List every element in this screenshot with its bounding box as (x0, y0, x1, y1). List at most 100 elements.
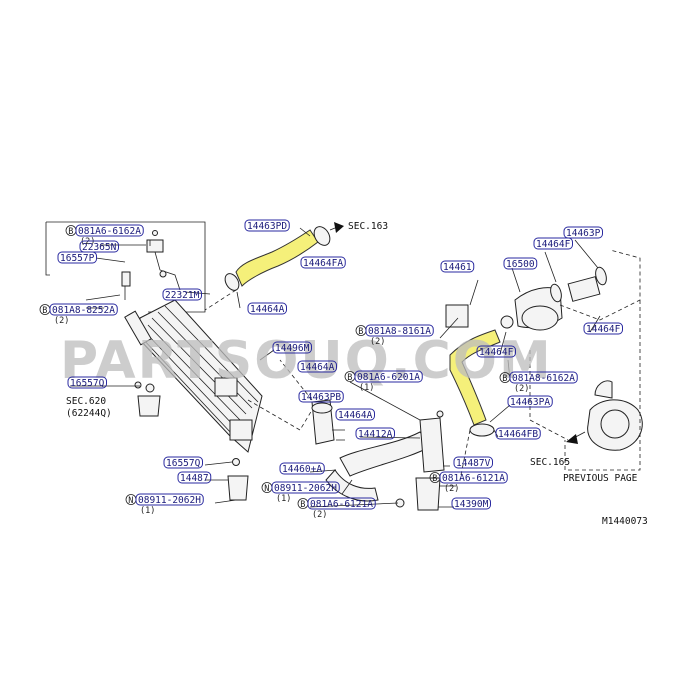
callout-c7[interactable]: 14464FA (300, 256, 346, 269)
callout-box-c28 (533, 237, 573, 250)
callout-c22[interactable]: B 081A8-8161A(2) (355, 324, 434, 347)
callout-box-c4 (162, 288, 202, 301)
middle-pipes (311, 399, 445, 511)
callout-part-number-c27: 16500 (506, 259, 535, 270)
callout-c28[interactable]: 14464F (533, 237, 573, 250)
callout-part-number-c10: 16557Q (70, 378, 105, 389)
callout-c14[interactable]: 14412A (355, 427, 395, 440)
callout-part-number-c2: 22365N (82, 242, 117, 253)
callout-box-c29 (563, 226, 603, 239)
callout-c2[interactable]: 22365N (79, 240, 119, 253)
callout-prefix-c20: B (300, 500, 305, 510)
callout-c6[interactable]: 14463PD (244, 219, 290, 232)
callout-c4[interactable]: 22321M (162, 288, 202, 301)
callout-box-c16 (177, 471, 212, 484)
section-ref-163: SEC.163 (348, 221, 388, 232)
callout-c24[interactable]: 14487V (453, 456, 493, 469)
callout-c17[interactable]: 14460+A (279, 462, 325, 475)
callout-box-c31 (583, 322, 623, 335)
callout-box-c27 (503, 257, 538, 270)
callout-part-number-c1: 081A6-6162A (78, 226, 141, 237)
callout-box-c8 (247, 302, 287, 315)
callout-quantity-c23: (1) (359, 383, 374, 393)
callout-part-number-c7: 14464FA (303, 258, 343, 269)
callout-c27[interactable]: 16500 (503, 257, 538, 270)
callout-c12[interactable]: 14463PB (298, 390, 344, 403)
callout-quantity-c20: (2) (312, 510, 327, 520)
callout-part-number-c18: 08911-2062H (138, 495, 201, 506)
callout-c3[interactable]: 16557P (57, 251, 97, 264)
callout-c23[interactable]: B 081A6-6201A(1) (344, 370, 423, 393)
callout-part-number-c29: 14463P (566, 228, 601, 239)
callout-c16[interactable]: 14487 (177, 471, 212, 484)
callout-part-number-c21: 14461 (443, 262, 472, 273)
callout-c9[interactable]: 14496M (272, 341, 312, 354)
callout-quantity-c22: (2) (370, 337, 385, 347)
previous-page-link[interactable]: PREVIOUS PAGE (563, 473, 638, 484)
callout-c8[interactable]: 14464A (247, 302, 287, 315)
callout-box-c26 (451, 497, 491, 510)
callout-prefix-c1: B (68, 227, 73, 237)
callout-prefix-c25: B (432, 474, 437, 484)
callout-part-number-c22: 081A8-8161A (368, 326, 431, 337)
callout-c31[interactable]: 14464F (583, 322, 623, 335)
callout-part-number-c32: 081A8-6162A (512, 373, 575, 384)
callout-c21[interactable]: 14461 (440, 260, 475, 273)
callout-box-c1 (75, 224, 144, 237)
callout-c10[interactable]: 16557Q (67, 376, 107, 389)
callout-c11[interactable]: 14464A (297, 360, 337, 373)
callout-part-number-c6: 14463PD (247, 221, 287, 232)
callout-c26[interactable]: 14390M (451, 497, 491, 510)
section-ref-165: SEC.165 (530, 457, 570, 468)
callout-prefix-c23: B (347, 373, 352, 383)
intercooler (124, 299, 263, 453)
callout-part-number-c23: 081A6-6201A (357, 372, 420, 383)
callout-c33[interactable]: 14463PA (507, 395, 553, 408)
callout-box-c32 (509, 371, 578, 384)
lower-brackets (134, 381, 249, 501)
callout-box-c24 (453, 456, 493, 469)
callout-c30[interactable]: 14464F (476, 345, 516, 358)
callout-part-number-c13: 14464A (338, 410, 373, 421)
callout-part-number-c33: 14463PA (510, 397, 550, 408)
callout-quantity-c32: (2) (514, 384, 529, 394)
callout-box-c19 (271, 481, 340, 494)
callout-box-c22 (365, 324, 434, 337)
callout-part-number-c17: 14460+A (282, 464, 322, 475)
callout-prefix-c22: B (358, 327, 363, 337)
callout-box-c3 (57, 251, 97, 264)
callout-part-number-c16: 14487 (180, 473, 209, 484)
callout-part-number-c20: 081A6-6121A (310, 499, 373, 510)
callout-part-number-c26: 14390M (454, 499, 489, 510)
callout-c29[interactable]: 14463P (563, 226, 603, 239)
callout-part-number-c8: 14464A (250, 304, 285, 315)
callout-box-c21 (440, 260, 475, 273)
callout-part-number-c11: 14464A (300, 362, 335, 373)
callout-c20[interactable]: B 081A6-6121A(2) (297, 497, 376, 520)
upper-hose (224, 222, 344, 291)
callout-quantity-c18: (1) (140, 506, 155, 516)
callout-c13[interactable]: 14464A (335, 408, 375, 421)
callout-part-number-c5: 081A8-8252A (52, 305, 115, 316)
callout-box-c34 (495, 427, 541, 440)
callout-part-number-c15: 16557Q (166, 458, 201, 469)
callout-quantity-c25: (2) (444, 484, 459, 494)
callout-box-c20 (307, 497, 376, 510)
callout-box-c10 (67, 376, 107, 389)
callout-part-number-c3: 16557P (60, 253, 95, 264)
callout-part-number-c14: 14412A (358, 429, 393, 440)
callout-part-number-c34: 14464FB (498, 429, 538, 440)
callout-box-c12 (298, 390, 344, 403)
figure-id: M1440073 (602, 516, 648, 527)
callout-box-c7 (300, 256, 346, 269)
right-hose (449, 329, 501, 437)
callout-c34[interactable]: 14464FB (495, 427, 541, 440)
callout-c15[interactable]: 16557Q (163, 456, 203, 469)
